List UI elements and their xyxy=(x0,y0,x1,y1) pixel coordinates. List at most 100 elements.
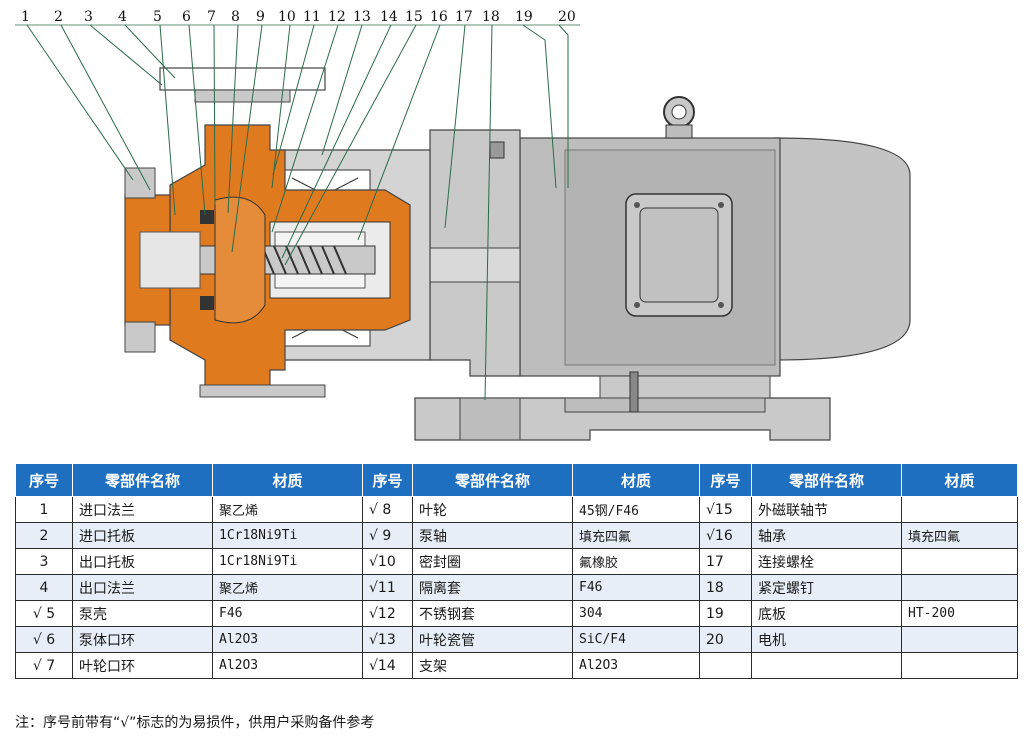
cell-part-name: 外磁联轴节 xyxy=(751,496,902,523)
cell-part-name: 叶轮口环 xyxy=(72,652,213,679)
cell-number: √10 xyxy=(362,548,413,575)
cell-material: 1Cr18Ni9Ti xyxy=(212,522,363,549)
header-no: 序号 xyxy=(699,463,752,497)
cell-part-name xyxy=(751,652,902,679)
callout-label: 20 xyxy=(558,9,576,25)
cell-number: 2 xyxy=(15,522,73,549)
leader-lines xyxy=(26,24,569,401)
cell-material: 聚乙烯 xyxy=(212,574,363,601)
cell-material: HT-200 xyxy=(901,600,1018,627)
bolt-icon xyxy=(634,202,640,208)
cell-part-name: 轴承 xyxy=(751,522,902,549)
motor-end-cap xyxy=(774,137,911,361)
cell-part-name: 叶轮瓷管 xyxy=(412,626,573,653)
cell-part-name: 电机 xyxy=(751,626,902,653)
cell-material xyxy=(901,548,1018,575)
cell-number: √12 xyxy=(362,600,413,627)
inlet-bore xyxy=(139,231,201,289)
callout-label: 15 xyxy=(405,9,423,25)
callout-label: 17 xyxy=(455,9,473,25)
cell-part-name: 出口托板 xyxy=(72,548,213,575)
callout-label: 14 xyxy=(380,9,398,25)
cell-number: √16 xyxy=(699,522,752,549)
bolt-icon xyxy=(634,302,640,308)
cell-number: 1 xyxy=(15,496,73,523)
callout-label: 11 xyxy=(303,9,321,25)
connecting-bolt xyxy=(199,384,326,398)
cell-number: 19 xyxy=(699,600,752,627)
cell-material: SiC/F4 xyxy=(572,626,700,653)
cell-number: √14 xyxy=(362,652,413,679)
footnote: 注：序号前带有“√”标志的为易损件，供用户采购备件参考 xyxy=(15,715,375,731)
cell-number: √ 8 xyxy=(362,496,413,523)
callout-label: 19 xyxy=(515,9,533,25)
cell-part-name: 泵轴 xyxy=(412,522,573,549)
seal-ring xyxy=(200,296,214,310)
callout-label: 7 xyxy=(207,9,216,25)
header-name: 零部件名称 xyxy=(751,463,902,497)
cell-material: F46 xyxy=(572,574,700,601)
cell-material xyxy=(901,626,1018,653)
outlet-flange xyxy=(159,67,326,91)
cell-number xyxy=(699,652,752,679)
cell-part-name: 密封圈 xyxy=(412,548,573,575)
cell-material: 304 xyxy=(572,600,700,627)
callout-label: 16 xyxy=(430,9,448,25)
foot-bolt xyxy=(629,371,639,413)
cell-number: 20 xyxy=(699,626,752,653)
cell-part-name: 泵体口环 xyxy=(72,626,213,653)
cell-part-name: 不锈钢套 xyxy=(412,600,573,627)
cell-material xyxy=(901,652,1018,679)
cell-number: 18 xyxy=(699,574,752,601)
callout-label: 8 xyxy=(231,9,240,25)
callout-labels: 1 2 3 4 5 6 7 8 9 10 11 12 13 14 15 16 1… xyxy=(21,9,576,25)
bolt-icon xyxy=(718,202,724,208)
base-foot-left xyxy=(459,397,521,441)
inlet-plate-bottom xyxy=(124,321,156,353)
cell-number: √ 5 xyxy=(15,600,73,627)
callout-label: 4 xyxy=(118,9,127,25)
header-material: 材质 xyxy=(901,463,1018,497)
header-material: 材质 xyxy=(212,463,363,497)
header-material: 材质 xyxy=(572,463,700,497)
table-header-row: 序号 零部件名称 材质 序号 零部件名称 材质 序号 零部件名称 材质 xyxy=(15,463,1018,497)
pump-cross-section-diagram: 1 2 3 4 5 6 7 8 9 10 11 12 13 14 15 16 1… xyxy=(15,9,911,441)
cell-number: √ 6 xyxy=(15,626,73,653)
callout-label: 10 xyxy=(278,9,296,25)
callout-label: 2 xyxy=(54,9,63,25)
cell-number: √13 xyxy=(362,626,413,653)
cell-part-name: 叶轮 xyxy=(412,496,573,523)
cell-part-name: 连接螺栓 xyxy=(751,548,902,575)
junction-box-inner xyxy=(639,207,719,303)
cell-number: √ 9 xyxy=(362,522,413,549)
callout-label: 12 xyxy=(328,9,346,25)
cell-material: 1Cr18Ni9Ti xyxy=(212,548,363,575)
cell-material: Al2O3 xyxy=(572,652,700,679)
cell-part-name: 出口法兰 xyxy=(72,574,213,601)
callout-label: 18 xyxy=(482,9,500,25)
cell-part-name: 泵壳 xyxy=(72,600,213,627)
cell-number: √11 xyxy=(362,574,413,601)
cell-material: 聚乙烯 xyxy=(212,496,363,523)
motor-feet xyxy=(599,375,771,399)
impeller xyxy=(214,196,266,324)
cell-part-name: 紧定螺钉 xyxy=(751,574,902,601)
callout-label: 9 xyxy=(256,9,265,25)
cell-material: Al2O3 xyxy=(212,652,363,679)
cell-part-name: 隔离套 xyxy=(412,574,573,601)
cell-material xyxy=(901,574,1018,601)
base-foot-right xyxy=(564,397,766,413)
header-no: 序号 xyxy=(362,463,413,497)
header-name: 零部件名称 xyxy=(412,463,573,497)
cell-number: 4 xyxy=(15,574,73,601)
cell-part-name: 底板 xyxy=(751,600,902,627)
callout-label: 3 xyxy=(84,9,93,25)
header-no: 序号 xyxy=(15,463,73,497)
cell-material: F46 xyxy=(212,600,363,627)
callout-label: 13 xyxy=(353,9,371,25)
